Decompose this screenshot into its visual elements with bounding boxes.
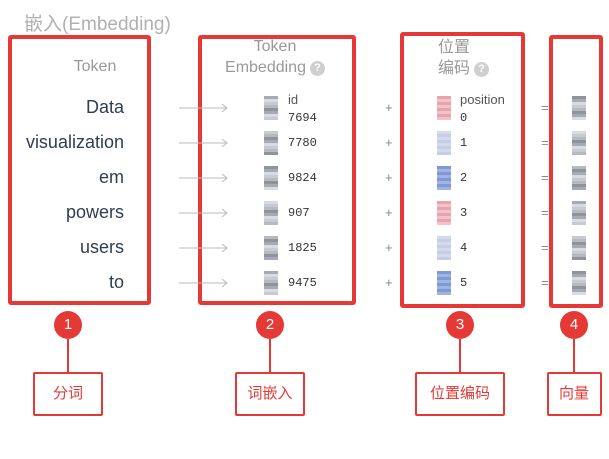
page-title: 嵌入(Embedding) [24,14,171,35]
step-label: 词嵌入 [235,372,305,416]
step-number-badge: 1 [54,311,82,339]
result-vector [572,96,586,120]
equals-operator: = [541,205,549,220]
arrow-icon [179,173,228,183]
position-encoding-header-line1: 位置 [438,39,471,56]
step-connector [67,339,69,372]
token-label: powers [65,202,124,222]
token-embedding-vector [264,166,278,190]
arrow-icon [179,103,228,113]
position-encoding-vector [437,236,451,260]
token-embedding-header-line2: Embedding? [210,57,340,78]
position-encoding-frame [400,32,525,308]
token-id-value: 9475 [288,276,317,290]
token-label: Data [85,97,124,117]
tokenization-frame [8,35,151,305]
arrow-icon [179,243,228,253]
help-icon[interactable]: ? [309,61,325,76]
position-encoding-vector [437,96,451,120]
position-value: 5 [460,276,468,290]
token-header: Token [73,58,117,75]
result-vector [572,271,586,295]
token-embedding-header-text: Embedding [225,59,306,76]
token-embedding-header-line1: Token [253,38,297,55]
token-label: to [108,272,124,292]
step-connector [269,339,271,372]
position-encoding-header: 位置 编码? [438,37,490,79]
position-value: 0 [460,111,468,125]
equals-operator: = [541,170,549,185]
token-id-value: 9824 [288,171,317,185]
step-label: 位置编码 [415,372,505,416]
arrow-icon [179,138,228,148]
position-column-label: position [460,92,505,107]
plus-operator: + [385,170,393,185]
position-value: 4 [460,241,468,255]
token-label: visualization [25,132,124,152]
step-number-badge: 2 [256,311,284,339]
position-encoding-vector [437,201,451,225]
plus-operator: + [385,205,393,220]
token-embedding-header: Token Embedding? [210,36,340,78]
token-id-value: 7694 [288,111,317,125]
token-embedding-frame [198,35,356,305]
arrow-icon [179,208,228,218]
token-label: users [79,237,124,257]
equals-operator: = [541,135,549,150]
help-icon[interactable]: ? [474,62,490,77]
token-id-value: 1825 [288,241,317,255]
token-embedding-vector [264,236,278,260]
position-value: 3 [460,206,468,220]
plus-operator: + [385,135,393,150]
token-label: em [98,167,124,187]
plus-operator: + [385,100,393,115]
step-label: 向量 [546,372,602,416]
step-number-badge: 4 [560,311,588,339]
position-encoding-vector [437,166,451,190]
position-encoding-header-line2: 编码? [438,58,490,79]
position-encoding-vector [437,131,451,155]
token-embedding-vector [264,271,278,295]
plus-operator: + [385,275,393,290]
step-number-badge: 3 [446,311,474,339]
arrow-icon [179,278,228,288]
position-value: 1 [460,136,468,150]
position-encoding-header-text: 编码 [438,60,471,77]
step-connector [459,339,461,372]
equals-operator: = [541,240,549,255]
result-vector [572,131,586,155]
token-id-value: 7780 [288,136,317,150]
step-connector [573,339,575,372]
token-embedding-vector [264,201,278,225]
position-value: 2 [460,171,468,185]
token-embedding-vector [264,96,278,120]
plus-operator: + [385,240,393,255]
result-vector [572,201,586,225]
token-id-value: 907 [288,206,310,220]
equals-operator: = [541,275,549,290]
position-encoding-vector [437,271,451,295]
equals-operator: = [541,100,549,115]
id-column-label: id [288,92,299,107]
token-embedding-vector [264,131,278,155]
result-vector [572,166,586,190]
vector-frame [549,35,603,308]
result-vector [572,236,586,260]
step-label: 分词 [33,372,103,416]
